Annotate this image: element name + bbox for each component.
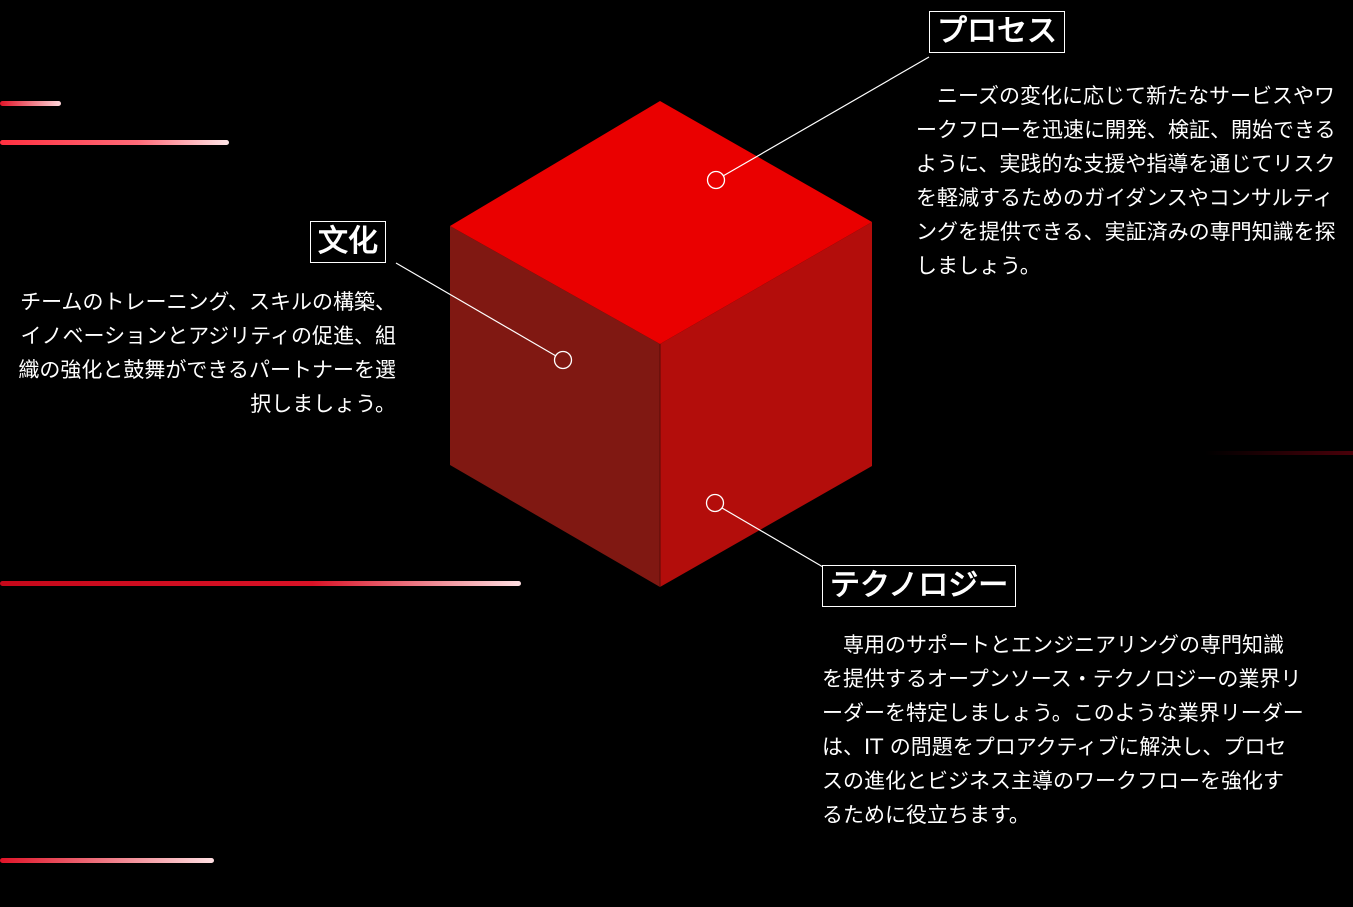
process-label: プロセス [929, 11, 1065, 53]
decorative-streak [0, 581, 521, 586]
connector-process [722, 56, 930, 177]
cube-left-face [450, 226, 660, 587]
cube-right-face [660, 222, 872, 587]
process-description: ニーズの変化に応じて新たなサービスやワークフローを迅速に開発、検証、開始できるよ… [916, 84, 1336, 278]
technology-label: テクノロジー [822, 565, 1017, 607]
culture-label: 文化 [310, 221, 386, 263]
marker-technology [705, 493, 725, 513]
decorative-streak [0, 140, 229, 145]
decorative-streak [0, 101, 61, 106]
connector-culture [395, 262, 557, 357]
marker-culture [553, 350, 573, 370]
culture-description: チームのトレーニング、スキルの構築、イノベーションとアジリティの促進、組織の強化… [18, 290, 396, 416]
technology-description: 専用のサポートとエンジニアリングの専門知識を提供するオープンソース・テクノロジー… [822, 633, 1304, 827]
marker-process [706, 170, 726, 190]
cube-top-face [450, 101, 872, 344]
decorative-streak [1205, 451, 1353, 455]
connector-technology [721, 507, 824, 568]
decorative-streak [0, 858, 214, 863]
